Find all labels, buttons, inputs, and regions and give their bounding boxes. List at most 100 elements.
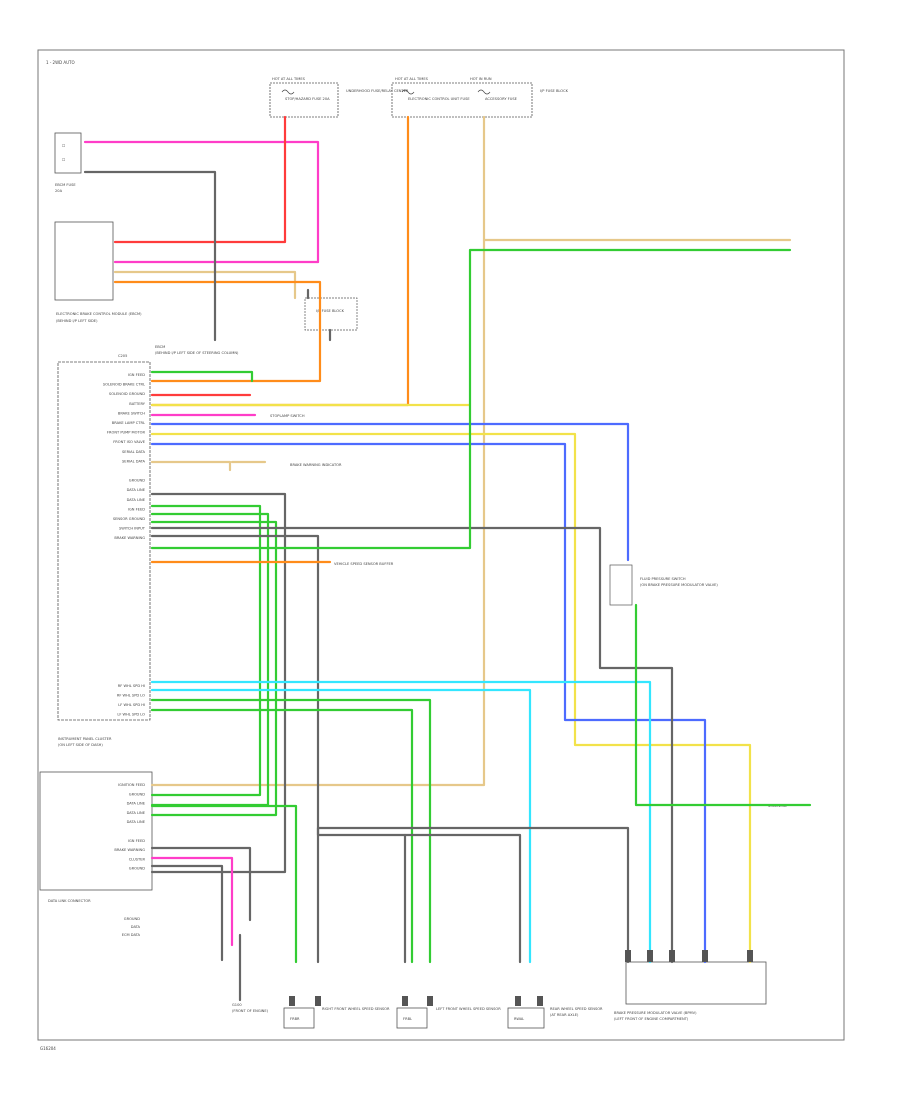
svg-text:LEFT FRONT WHEEL SPEED SENSOR: LEFT FRONT WHEEL SPEED SENSOR bbox=[436, 1007, 501, 1011]
wire-green bbox=[150, 698, 432, 964]
connector-pin bbox=[315, 996, 321, 1006]
ground-point: G100 (FRONT OF ENGINE) bbox=[232, 1003, 269, 1013]
wire-green bbox=[150, 520, 278, 817]
svg-text:DATA LINK CONNECTOR: DATA LINK CONNECTOR bbox=[48, 899, 91, 903]
pressure-modulator-valve: BRAKE PRESSURE MODULATOR VALVE (BPMV) (L… bbox=[614, 961, 767, 1021]
svg-text:(FRONT OF ENGINE): (FRONT OF ENGINE) bbox=[232, 1009, 269, 1013]
stoplamp-switch-label: STOPLAMP SWITCH bbox=[270, 414, 305, 418]
svg-text:☐: ☐ bbox=[62, 144, 65, 148]
wire-green bbox=[150, 512, 270, 807]
svg-text:(AT REAR AXLE): (AT REAR AXLE) bbox=[550, 1013, 579, 1017]
svg-text:EBCM: EBCM bbox=[155, 345, 165, 349]
svg-text:EBCM FUSE: EBCM FUSE bbox=[55, 183, 76, 187]
svg-text:FRBL: FRBL bbox=[403, 1017, 412, 1021]
wire-pink bbox=[150, 856, 234, 947]
connector-pin bbox=[402, 996, 408, 1006]
svg-text:FLUID PRESSURE SWITCH: FLUID PRESSURE SWITCH bbox=[640, 577, 686, 581]
ebcm-pin-label: SWITCH INPUT bbox=[119, 527, 146, 531]
top-fuse-box-2: HOT AT ALL TIMES ELECTRONIC CONTROL UNIT… bbox=[391, 77, 569, 118]
speed-buffer-label: VEHICLE SPEED SENSOR BUFFER bbox=[334, 562, 394, 566]
wire-green bbox=[150, 248, 792, 550]
wire-green bbox=[150, 370, 254, 383]
top-fuse-box-1: HOT AT ALL TIMES STOP/HAZARD FUSE 20A UN… bbox=[269, 77, 409, 118]
dlc-pin-label: ECM DATA bbox=[122, 933, 141, 937]
ebcm-lower-pin-label: LF WHL SPD LO bbox=[117, 713, 145, 717]
svg-text:I/P FUSE BLOCK: I/P FUSE BLOCK bbox=[316, 309, 345, 313]
dlc-pin-label: GROUND bbox=[124, 917, 140, 921]
small-fuse-box: I/P FUSE BLOCK bbox=[304, 297, 358, 331]
left-module: ELECTRONIC BRAKE CONTROL MODULE (EBCM) (… bbox=[54, 221, 142, 323]
wire-yellow bbox=[150, 432, 752, 964]
wire-gray bbox=[316, 826, 630, 964]
ebcm-pin-label: DATA LINE bbox=[127, 488, 146, 492]
wires bbox=[83, 115, 812, 1006]
dlc-pin-label: DATA bbox=[131, 925, 141, 929]
wire-gray bbox=[150, 534, 320, 964]
ebcm-lower-pin-label: LF WHL SPD HI bbox=[118, 703, 145, 707]
ebcm-pin-label: IGN FEED bbox=[128, 507, 145, 511]
svg-text:ELECTRONIC CONTROL UNIT FUSE: ELECTRONIC CONTROL UNIT FUSE bbox=[408, 97, 470, 101]
wire-blue bbox=[150, 442, 707, 964]
svg-text:(BEHIND I/P LEFT SIDE): (BEHIND I/P LEFT SIDE) bbox=[56, 319, 98, 323]
svg-text:HOT AT ALL TIMES: HOT AT ALL TIMES bbox=[395, 77, 429, 81]
connector-pin bbox=[289, 996, 295, 1006]
ebcm-pin-label: FRONT ISO VALVE bbox=[113, 440, 145, 444]
wire-green bbox=[150, 708, 414, 964]
wire-gray bbox=[83, 170, 217, 342]
wire-gray bbox=[150, 846, 252, 922]
ebcm-pin-label: SOLENOID GROUND bbox=[109, 392, 145, 396]
svg-text:INSTRUMENT PANEL CLUSTER: INSTRUMENT PANEL CLUSTER bbox=[58, 737, 112, 741]
svg-text:(ON LEFT SIDE OF DASH): (ON LEFT SIDE OF DASH) bbox=[58, 743, 103, 747]
svg-text:HOT IN RUN: HOT IN RUN bbox=[470, 77, 492, 81]
svg-text:ACCESSORY FUSE: ACCESSORY FUSE bbox=[485, 97, 518, 101]
rear-sensor: RWAL REAR WHEEL SPEED SENSOR (AT REAR AX… bbox=[507, 1007, 603, 1029]
wire-gray bbox=[150, 864, 224, 962]
svg-text:(ON BRAKE PRESSURE MODULATOR V: (ON BRAKE PRESSURE MODULATOR VALVE) bbox=[640, 583, 718, 587]
ebcm-pin-label: FRONT PUMP MOTOR bbox=[107, 431, 146, 435]
diagram-title: 1 - 2WD AUTO bbox=[46, 60, 75, 65]
ebcm-pin-label: SOLENOID BRAKE CTRL bbox=[103, 383, 145, 387]
svg-text:RWAL: RWAL bbox=[514, 1017, 524, 1021]
wire-cyan bbox=[150, 688, 532, 964]
wire-tan bbox=[113, 270, 297, 300]
cluster-pin-label: DATA LINE bbox=[127, 802, 146, 806]
ebcm-pin-label: SERIAL DATA bbox=[122, 450, 146, 454]
svg-text:STOP/HAZARD FUSE 20A: STOP/HAZARD FUSE 20A bbox=[285, 97, 330, 101]
svg-text:(LEFT FRONT OF ENGINE COMPARTM: (LEFT FRONT OF ENGINE COMPARTMENT) bbox=[614, 1017, 689, 1021]
connector-pin bbox=[515, 996, 521, 1006]
ebcm-fuse: ☐ ☐ EBCM FUSE 20A bbox=[54, 132, 82, 193]
wire-cyan bbox=[150, 680, 652, 964]
cluster-pin-label: DATA LINE bbox=[127, 811, 146, 815]
connector-pin bbox=[427, 996, 433, 1006]
wire-pink bbox=[83, 140, 320, 264]
ebcm-pin-label: DATA LINE bbox=[127, 498, 146, 502]
svg-text:I/P FUSE BLOCK: I/P FUSE BLOCK bbox=[540, 89, 569, 93]
ebcm-pin-labels: IGN FEED SOLENOID BRAKE CTRL SOLENOID GROU… bbox=[103, 373, 146, 717]
svg-text:HOT AT ALL TIMES: HOT AT ALL TIMES bbox=[272, 77, 306, 81]
cluster-pin-label: BRAKE WARNING bbox=[114, 848, 145, 852]
wire-green bbox=[150, 804, 298, 964]
svg-text:20A: 20A bbox=[55, 189, 63, 193]
svg-text:BRAKE PRESSURE MODULATOR VALVE: BRAKE PRESSURE MODULATOR VALVE (BPMV) bbox=[614, 1011, 697, 1015]
modulator-pin bbox=[747, 950, 753, 962]
wire-tan bbox=[150, 115, 486, 787]
wire-blue bbox=[150, 422, 630, 562]
wire-gray bbox=[150, 526, 674, 964]
ebcm-lower-pin-label: RF WHL SPD LO bbox=[117, 694, 145, 698]
modulator-pin bbox=[702, 950, 708, 962]
brake-warning-label: BRAKE WARNING INDICATOR bbox=[290, 463, 342, 467]
svg-text:(BEHIND I/P LEFT SIDE OF STEER: (BEHIND I/P LEFT SIDE OF STEERING COLUMN… bbox=[155, 351, 239, 355]
ebcm-pin-label: BATTERY bbox=[129, 402, 146, 406]
svg-text:☐: ☐ bbox=[62, 158, 65, 162]
ebcm-pin-label: SERIAL DATA bbox=[122, 459, 146, 463]
ebcm-pin-label: BRAKE LAMP CTRL bbox=[112, 421, 145, 425]
cluster-pin-label: DATA LINE bbox=[127, 820, 146, 824]
diagram-frame bbox=[37, 49, 845, 1041]
fluid-pressure-switch: FLUID PRESSURE SWITCH (ON BRAKE PRESSURE… bbox=[609, 564, 718, 606]
modulator-pin bbox=[625, 950, 631, 962]
wire-gray bbox=[316, 826, 522, 964]
dlc-pin-labels: GROUND DATA ECM DATA bbox=[122, 917, 141, 937]
